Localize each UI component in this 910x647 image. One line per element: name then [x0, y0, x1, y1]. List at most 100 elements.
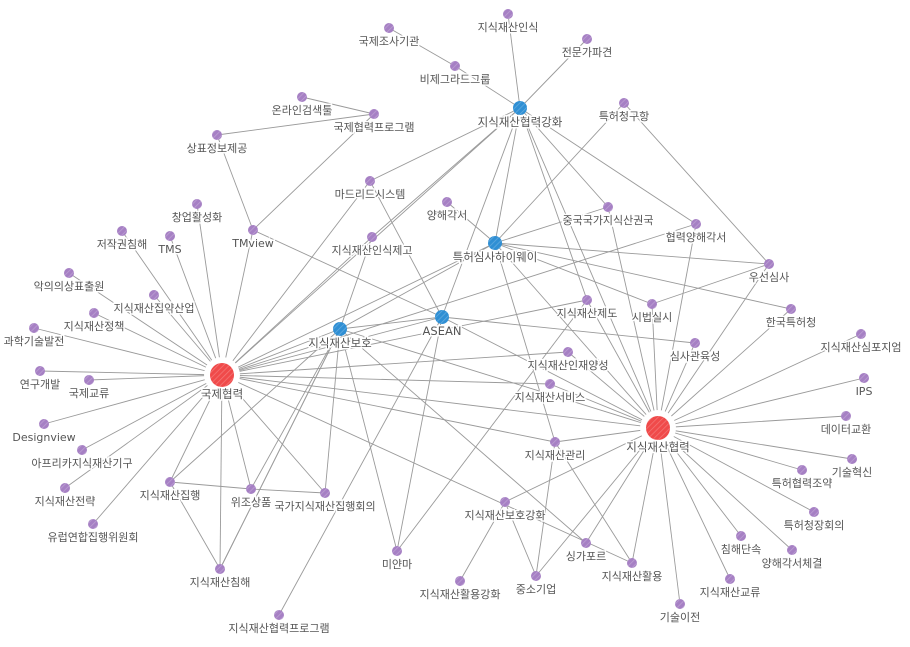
node-designview[interactable]: Designview — [11, 419, 77, 446]
node-startup[interactable]: 창업활성화 — [170, 199, 224, 226]
node-crackdown[interactable]: 침해단속 — [719, 531, 763, 558]
node-ipexch[interactable]: 지식재산교류 — [698, 574, 762, 601]
node-online[interactable]: 온라인검색툴 — [270, 92, 334, 119]
node-expert[interactable]: 전문가파견 — [560, 34, 614, 61]
node-ipenforce[interactable]: 지식재산집행 — [138, 477, 202, 504]
node-tmview[interactable]: TMview — [230, 225, 275, 252]
node-dot[interactable] — [248, 225, 258, 235]
node-dot[interactable] — [725, 574, 735, 584]
node-dot[interactable] — [84, 375, 94, 385]
node-ipintens[interactable]: 지식재산집약산업 — [112, 290, 196, 317]
node-dot[interactable] — [442, 197, 452, 207]
node-dot[interactable] — [149, 290, 159, 300]
node-mousign[interactable]: 양해각서체결 — [760, 545, 824, 572]
node-dot[interactable] — [581, 538, 591, 548]
node-dot[interactable] — [64, 268, 74, 278]
node-ipinfr[interactable]: 지식재산침해 — [188, 564, 252, 591]
node-tms[interactable]: TMS — [156, 231, 183, 258]
node-dot[interactable] — [690, 338, 700, 348]
node-dot[interactable] — [859, 373, 869, 383]
node-dot[interactable] — [545, 379, 555, 389]
node-eucomm[interactable]: 유럽연합집행위원회 — [46, 519, 140, 546]
node-asean[interactable]: ASEAN — [421, 310, 463, 340]
node-dot[interactable] — [503, 9, 513, 19]
node-dot[interactable] — [60, 483, 70, 493]
node-dot[interactable] — [297, 92, 307, 102]
node-badfaith[interactable]: 악의의상표출원 — [32, 268, 106, 295]
node-dot[interactable] — [603, 202, 613, 212]
node-awareup[interactable]: 지식재산인식제고 — [330, 232, 414, 259]
node-dot[interactable] — [89, 308, 99, 318]
node-iptalent[interactable]: 지식재산인재양성 — [526, 347, 610, 374]
node-dot[interactable] — [619, 98, 629, 108]
node-symposium[interactable]: 지식재산심포지엄 — [819, 329, 903, 356]
node-dot[interactable] — [627, 558, 637, 568]
node-dot[interactable] — [797, 465, 807, 475]
node-isa[interactable]: 국제조사기관 — [357, 23, 421, 50]
node-dot[interactable] — [274, 610, 284, 620]
node-coopmou[interactable]: 협력양해각서 — [664, 219, 728, 246]
node-dot[interactable] — [764, 259, 774, 269]
node-mou[interactable]: 양해각서 — [425, 197, 469, 224]
node-dot[interactable] — [192, 199, 202, 209]
node-dot[interactable] — [367, 232, 377, 242]
node-dot[interactable] — [165, 231, 175, 241]
node-myanmar[interactable]: 미얀마 — [380, 546, 414, 573]
node-dot[interactable] — [550, 437, 560, 447]
node-ipservice[interactable]: 지식재산서비스 — [513, 379, 587, 406]
node-dot[interactable] — [39, 419, 49, 429]
node-dot[interactable] — [675, 599, 685, 609]
node-dot[interactable] — [165, 477, 175, 487]
node-dot[interactable] — [35, 366, 45, 376]
node-dot[interactable] — [582, 34, 592, 44]
node-dot[interactable] — [117, 226, 127, 236]
node-natenforce[interactable]: 국가지식재산집행회의 — [273, 488, 377, 515]
node-dot[interactable] — [563, 347, 573, 357]
node-dot[interactable] — [333, 322, 347, 336]
node-rnd[interactable]: 연구개발 — [18, 366, 62, 393]
node-dot[interactable] — [647, 299, 657, 309]
node-dot[interactable] — [320, 488, 330, 498]
node-priority[interactable]: 우선심사 — [747, 259, 791, 286]
node-intlex[interactable]: 국제교류 — [67, 375, 111, 402]
node-dot[interactable] — [488, 236, 502, 250]
node-dot[interactable] — [246, 484, 256, 494]
node-ipcoopprog[interactable]: 지식재산협력프로그램 — [227, 610, 331, 637]
node-tminfo[interactable]: 상표정보제공 — [185, 130, 249, 157]
node-dot[interactable] — [455, 576, 465, 586]
node-ippolicy[interactable]: 지식재산정책 — [62, 308, 126, 335]
node-dot[interactable] — [691, 219, 701, 229]
node-pct[interactable]: 특허협력조약 — [770, 465, 834, 492]
node-pilot[interactable]: 시법실시 — [630, 299, 674, 326]
node-dot[interactable] — [847, 454, 857, 464]
node-pph[interactable]: 특허심사하이웨이 — [451, 236, 539, 266]
node-dot[interactable] — [392, 546, 402, 556]
node-dot[interactable] — [646, 416, 670, 440]
node-counterfeit[interactable]: 위조상품 — [229, 484, 273, 511]
node-dot[interactable] — [809, 507, 819, 517]
node-dot[interactable] — [500, 497, 510, 507]
node-claims[interactable]: 특허청구항 — [597, 98, 651, 125]
node-heads[interactable]: 특허청장회의 — [782, 507, 846, 534]
node-aripo[interactable]: 아프리카지식재산기구 — [30, 445, 134, 472]
node-ips[interactable]: IPS — [854, 373, 874, 400]
node-dot[interactable] — [384, 23, 394, 33]
node-ipaware[interactable]: 지식재산인식 — [476, 9, 540, 36]
node-dot[interactable] — [531, 571, 541, 581]
node-ipcoopstr[interactable]: 지식재산협력강화 — [476, 101, 564, 131]
node-protstr[interactable]: 지식재산보호강화 — [463, 497, 547, 524]
node-utilstr[interactable]: 지식재산활용강화 — [418, 576, 502, 603]
node-techtrans[interactable]: 기술이전 — [658, 599, 702, 626]
node-dot[interactable] — [450, 61, 460, 71]
node-kipo[interactable]: 한국특허청 — [764, 304, 818, 331]
node-ipstrategy[interactable]: 지식재산전략 — [33, 483, 97, 510]
node-visegrad[interactable]: 비제그라드그룹 — [418, 61, 492, 88]
node-iputil[interactable]: 지식재산활용 — [600, 558, 664, 585]
node-dot[interactable] — [736, 531, 746, 541]
node-dot[interactable] — [856, 329, 866, 339]
node-dot[interactable] — [77, 445, 87, 455]
node-ipmanage[interactable]: 지식재산관리 — [523, 437, 587, 464]
node-innov[interactable]: 기술혁신 — [830, 454, 874, 481]
node-dot[interactable] — [513, 101, 527, 115]
node-copyinf[interactable]: 저작권침해 — [95, 226, 149, 253]
